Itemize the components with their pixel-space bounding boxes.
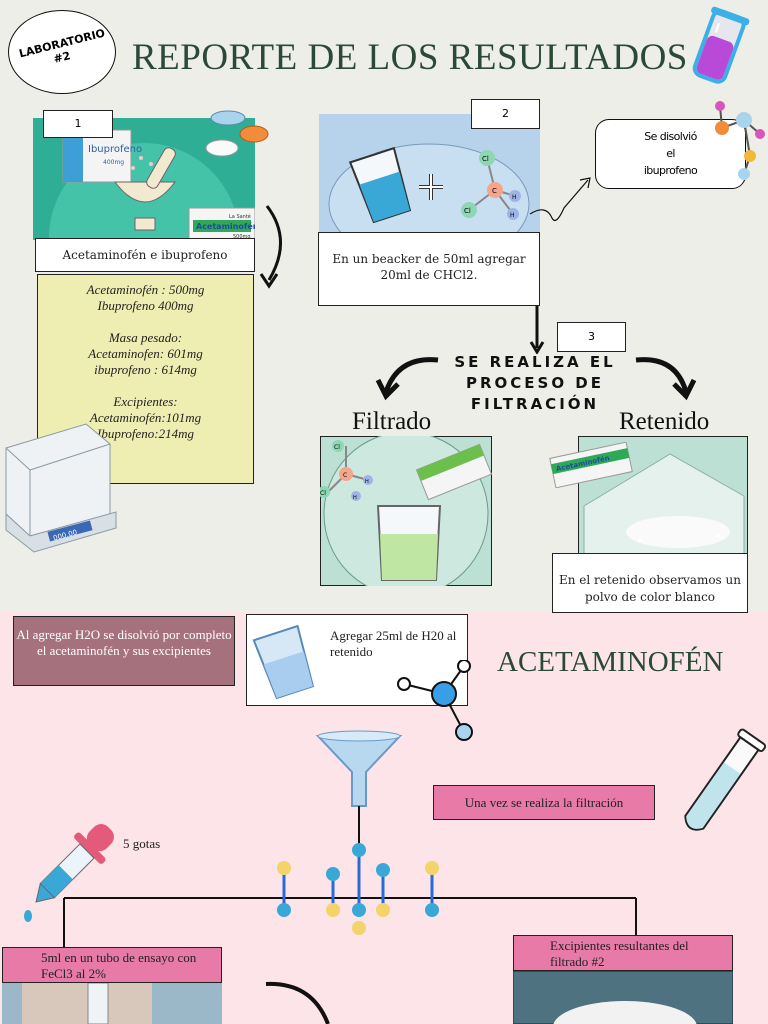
excipients-note: Excipientes resultantes del filtrado #2 xyxy=(513,935,733,971)
process-line3: FILTRACIÓN xyxy=(470,395,600,413)
dropper-icon xyxy=(24,824,114,922)
add-water-note: Agregar 25ml de H20 al retenido xyxy=(330,628,457,659)
atom-cl-1: Cl xyxy=(482,155,489,163)
atom-c: C xyxy=(492,187,497,195)
test-tube-icon xyxy=(684,728,766,831)
drop-markers xyxy=(277,843,439,935)
molecule-icon-2 xyxy=(397,660,473,741)
process-line2: PROCESO DE xyxy=(465,374,605,392)
atom-h-1: H xyxy=(512,194,517,201)
step2-number: 2 xyxy=(471,99,540,129)
right-curved-arrow xyxy=(635,357,697,401)
lab-badge: LABORATORIO #2 xyxy=(8,10,116,94)
filtration-diagram xyxy=(63,730,637,950)
retenido-note: En el retenido observamos un polvo de co… xyxy=(552,553,748,613)
molecule-icon-1 xyxy=(715,101,765,180)
beaker-icon xyxy=(692,6,750,84)
dissolved-line2: el xyxy=(666,147,675,160)
result-weighed-title: Masa pesado: xyxy=(108,330,183,345)
dissolve-h2o-note: Al agregar H2O se disolvió por completo … xyxy=(13,616,235,686)
after-filtration-note: Una vez se realiza la filtración xyxy=(433,785,655,820)
process-text: SE REALIZA EL PROCESO DE FILTRACIÓN xyxy=(440,352,630,415)
filtrado-image: Cl C Cl H H xyxy=(320,436,492,586)
arrow-to-note xyxy=(529,177,591,221)
acetaminofen-box-label: Acetaminofén xyxy=(196,221,255,231)
process-line1: SE REALIZA EL xyxy=(454,353,616,371)
pills-icon xyxy=(205,110,269,157)
step2-caption: En un beacker de 50ml agregar 20ml de CH… xyxy=(318,232,540,306)
acetaminofen-box-dose: 500mg xyxy=(233,234,251,240)
test-tube-photo xyxy=(2,983,222,1024)
result-excip2: Ibuprofeno:214mg xyxy=(96,426,194,441)
filtrado-atom-h-1: H xyxy=(365,479,369,485)
result-dose1: Acetaminofén : 500mg xyxy=(86,282,205,297)
step3-number: 3 xyxy=(557,322,626,352)
step1-caption: Acetaminofén e ibuprofeno xyxy=(35,238,255,272)
curved-arrow-1 xyxy=(259,205,282,289)
step1-image: Ibuprofeno 400mg Acetaminofén La Santé 5… xyxy=(33,118,255,240)
down-arrow xyxy=(529,306,545,354)
left-curved-arrow xyxy=(375,357,439,401)
dissolved-line1: Se disolvió xyxy=(644,130,697,143)
result-weighed2: ibuprofeno : 614mg xyxy=(94,362,197,377)
retenido-med-box: Acetaminofén xyxy=(549,442,633,488)
filtrado-atom-c: C xyxy=(343,472,347,479)
atom-h-2: H xyxy=(510,212,515,219)
curved-arrow-bottom xyxy=(265,981,330,1024)
retenido-label: Retenido xyxy=(619,408,710,435)
result-dose2: Ibuprofeno 400mg xyxy=(97,298,194,313)
excipients-image xyxy=(513,971,733,1024)
filtrado-label: Filtrado xyxy=(352,408,432,435)
dissolved-line3: ibuprofeno xyxy=(643,164,698,177)
filtrado-atom-cl-1: Cl xyxy=(334,444,340,451)
step1-number: 1 xyxy=(43,110,113,138)
result-excip-title: Excipientes: xyxy=(113,394,178,409)
ibuprofeno-box-dose: 400mg xyxy=(103,159,124,166)
result-weighed1: Acetaminofen: 601mg xyxy=(88,346,203,361)
result-excip1: Acetaminofén:101mg xyxy=(89,410,202,425)
small-beaker-icon xyxy=(252,624,315,700)
drops-label: 5 gotas xyxy=(123,836,161,851)
acetaminofen-title: ACETAMINOFÉN xyxy=(497,646,724,678)
box-brand: La Santé xyxy=(229,213,251,220)
ibuprofeno-box-label: Ibuprofeno xyxy=(88,144,142,155)
test-tube-note: 5ml en un tubo de ensayo con FeCl3 al 2% xyxy=(2,947,222,983)
page-title: REPORTE DE LOS RESULTADOS xyxy=(132,37,688,78)
balance-icon: 000.00 xyxy=(5,423,117,553)
filtrado-atom-cl-2: Cl xyxy=(320,490,326,497)
atom-cl-2: Cl xyxy=(464,207,471,215)
step2-image: Cl Cl C H H xyxy=(319,114,540,232)
filtrado-atom-h-2: H xyxy=(353,495,357,501)
